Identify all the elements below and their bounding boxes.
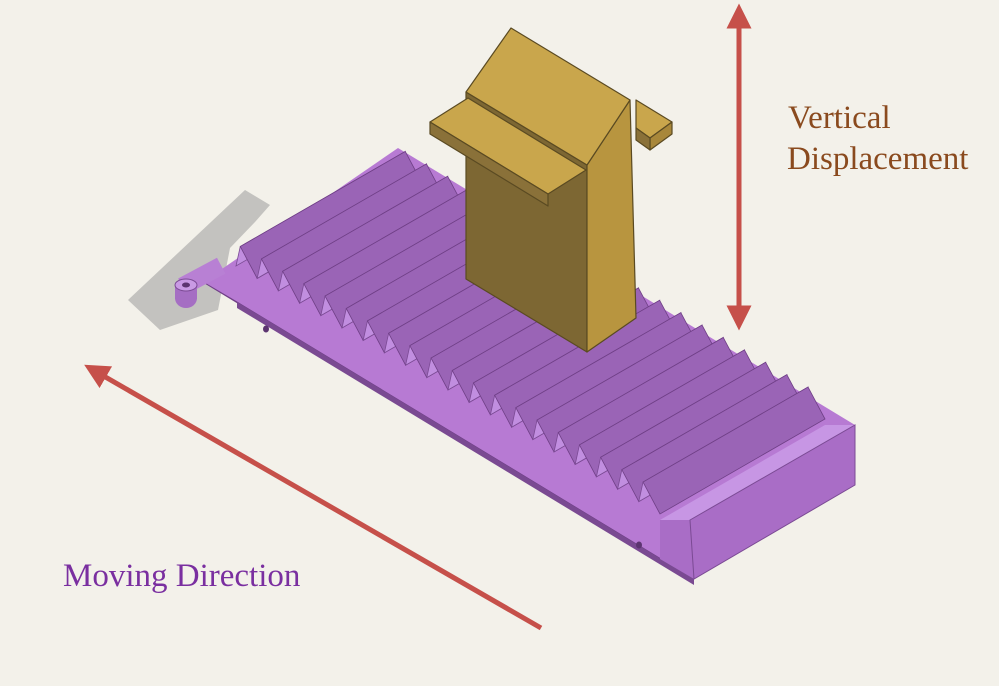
tooth-slope xyxy=(642,386,826,515)
rack-end-top xyxy=(660,425,855,520)
follower-top xyxy=(465,27,631,166)
follower-block xyxy=(429,27,673,353)
hinge-pin-hole xyxy=(182,282,190,288)
vertical-label-line1: Vertical xyxy=(788,100,891,136)
rack-front-face-lower xyxy=(237,302,694,585)
moving-direction-label: Moving Direction xyxy=(63,558,301,594)
rack-end-side xyxy=(689,424,856,580)
vertical-displacement-label: Vertical Displacement xyxy=(787,98,969,180)
mounting-hole-right xyxy=(636,541,642,549)
mounting-hole-left xyxy=(263,325,269,333)
flange-right-front xyxy=(635,127,651,151)
ground-shadow xyxy=(128,190,270,330)
rack-end-front xyxy=(660,520,694,579)
flange-front xyxy=(429,121,549,207)
moving-direction-arrow xyxy=(84,364,543,631)
vertical-label-line2: Displacement xyxy=(787,141,969,177)
rack-teeth xyxy=(235,150,826,515)
